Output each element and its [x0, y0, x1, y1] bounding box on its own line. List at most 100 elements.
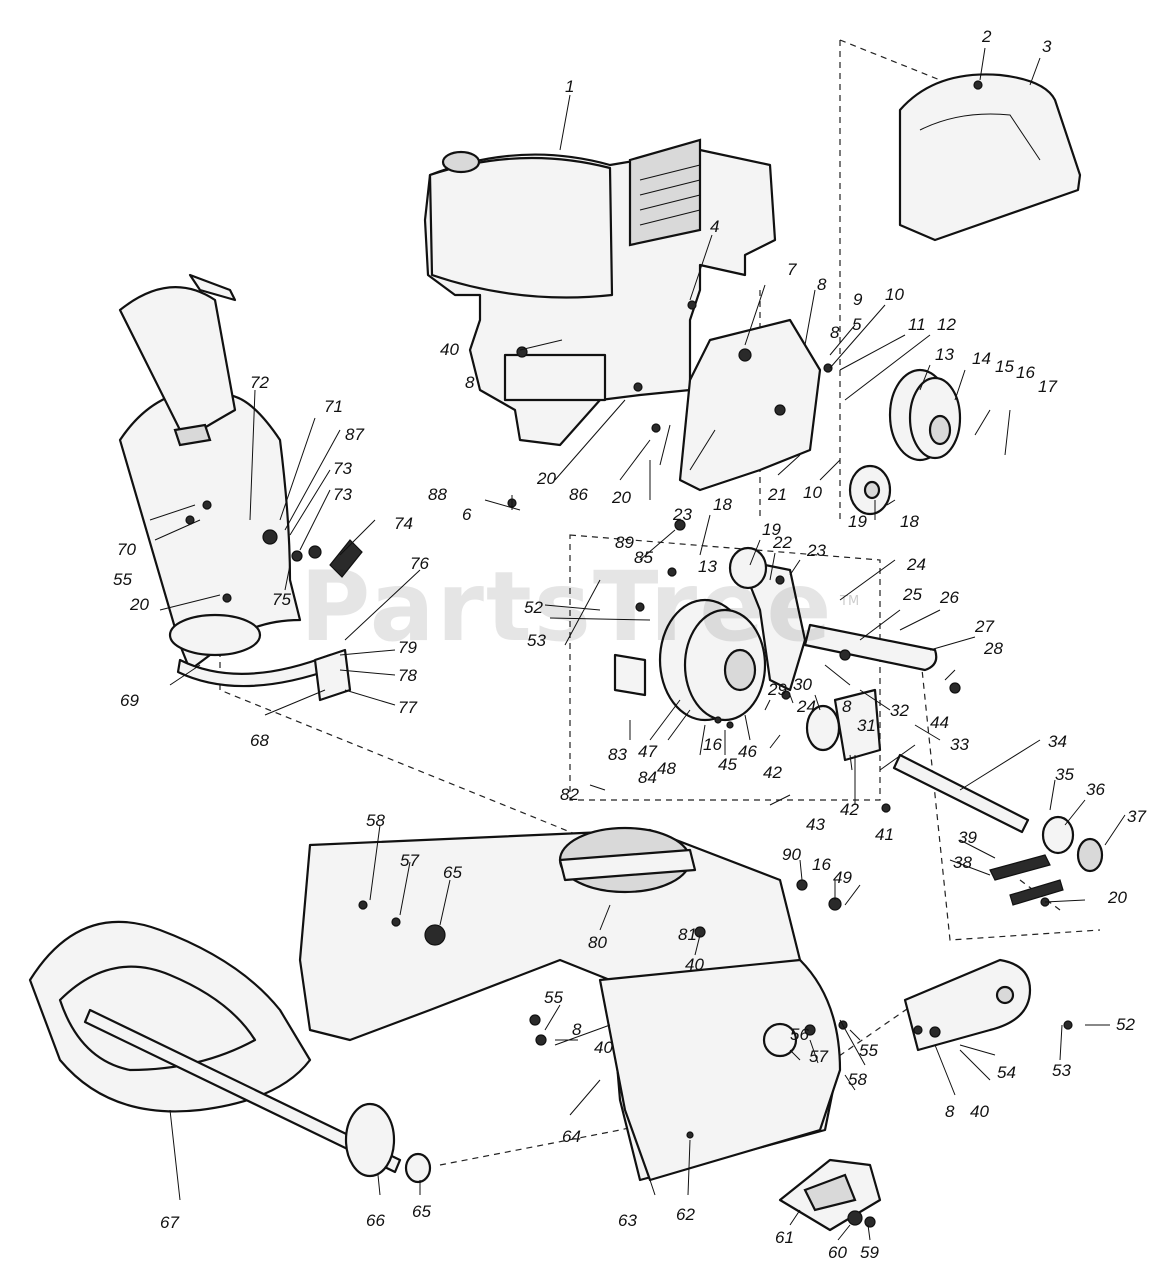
engine-cooling-fins — [628, 138, 702, 247]
chain — [989, 854, 1051, 881]
callout-c3: 3 — [1042, 37, 1052, 56]
callout-c81: 81 — [678, 925, 697, 944]
callout-c47: 47 — [638, 742, 657, 761]
callout-c35: 35 — [1055, 765, 1074, 784]
callout-c55c: 55 — [544, 988, 563, 1007]
callout-c15: 15 — [995, 357, 1014, 376]
callout-c37: 37 — [1127, 807, 1146, 826]
callout-c54: 54 — [997, 1063, 1016, 1082]
callout-c87: 87 — [345, 425, 364, 444]
callout-c73a: 73 — [333, 459, 352, 478]
callout-c66: 66 — [366, 1211, 385, 1230]
callout-c58b: 58 — [848, 1070, 867, 1089]
callout-c24a: 24 — [906, 555, 926, 574]
auger-assembly — [28, 920, 432, 1184]
callout-c69: 69 — [120, 691, 139, 710]
callout-c88: 88 — [428, 485, 447, 504]
callout-c57a: 57 — [400, 851, 419, 870]
chute-crank-bracket — [313, 648, 352, 702]
callout-c5: 5 — [852, 315, 862, 334]
callout-c86: 86 — [569, 485, 588, 504]
callout-c42b: 42 — [840, 800, 859, 819]
drive-sprocket — [1076, 837, 1104, 873]
callout-c25: 25 — [902, 585, 922, 604]
callout-c29: 29 — [767, 680, 787, 699]
auger-housing — [298, 826, 842, 1182]
callout-c42a: 42 — [763, 763, 782, 782]
callout-c70: 70 — [117, 540, 136, 559]
callout-c77: 77 — [398, 698, 417, 717]
callout-c76: 76 — [410, 554, 429, 573]
clutch-assembly — [613, 546, 882, 762]
callout-c38: 38 — [953, 853, 972, 872]
callout-c8d: 8 — [842, 697, 852, 716]
callout-c19a: 19 — [762, 520, 781, 539]
callout-c34: 34 — [1048, 732, 1067, 751]
callout-c26: 26 — [939, 588, 959, 607]
callout-c75: 75 — [272, 590, 291, 609]
callout-c31: 31 — [857, 716, 876, 735]
callout-c65a: 65 — [443, 863, 462, 882]
callout-c7: 7 — [787, 260, 797, 279]
callout-c62: 62 — [676, 1205, 695, 1224]
engine-plate — [678, 318, 822, 492]
callout-c84: 84 — [638, 768, 657, 787]
callout-c11: 11 — [908, 315, 926, 334]
callout-c55a: 55 — [113, 570, 132, 589]
callout-c32: 32 — [890, 701, 909, 720]
callout-c39: 39 — [958, 828, 977, 847]
callout-c64: 64 — [562, 1127, 581, 1146]
callout-c21: 21 — [767, 485, 787, 504]
callout-c49: 49 — [833, 868, 852, 887]
auger-bearing — [404, 1152, 432, 1184]
callout-c78: 78 — [398, 666, 417, 685]
callout-c20a: 20 — [536, 469, 556, 488]
callout-c57b: 57 — [809, 1047, 828, 1066]
drive-shaft — [892, 753, 1104, 906]
callout-c83: 83 — [608, 745, 627, 764]
callout-c20c: 20 — [129, 595, 149, 614]
callout-c16a: 16 — [1016, 363, 1035, 382]
callout-c80: 80 — [588, 933, 607, 952]
callout-c72: 72 — [250, 373, 269, 392]
callout-c53b: 53 — [1052, 1061, 1071, 1080]
callout-c16c: 16 — [812, 855, 831, 874]
callout-c40c: 40 — [594, 1038, 613, 1057]
callout-c10a: 10 — [885, 285, 904, 304]
callout-c52a: 52 — [524, 598, 543, 617]
callout-c20b: 20 — [611, 488, 631, 507]
watermark: PartsTree TM — [300, 551, 859, 663]
clutch-bracket — [613, 653, 647, 697]
watermark-tm: TM — [839, 594, 859, 609]
engine-base — [503, 353, 607, 402]
callout-c73b: 73 — [333, 485, 352, 504]
callout-c67: 67 — [160, 1213, 179, 1232]
callout-c19b: 19 — [848, 512, 867, 531]
belt-guard — [903, 958, 1032, 1052]
leader-lines — [149, 47, 1126, 1241]
callout-c90: 90 — [782, 845, 801, 864]
callout-c61: 61 — [775, 1228, 794, 1247]
callout-c10b: 10 — [803, 483, 822, 502]
callout-c23a: 23 — [672, 505, 692, 524]
callout-c13a: 13 — [935, 345, 954, 364]
callout-c85: 85 — [634, 548, 653, 567]
idler-pulley — [848, 464, 892, 516]
callout-c18b: 18 — [900, 512, 919, 531]
callout-c28: 28 — [983, 639, 1003, 658]
callout-c55b: 55 — [859, 1041, 878, 1060]
callout-c24b: 24 — [796, 697, 816, 716]
bearing-left — [424, 924, 446, 946]
callout-c52b: 52 — [1116, 1015, 1135, 1034]
callout-c27: 27 — [974, 617, 994, 636]
callout-c30: 30 — [793, 675, 812, 694]
clutch-shaft — [803, 623, 938, 672]
callout-c20d: 20 — [1107, 888, 1127, 907]
callout-c58a: 58 — [366, 811, 385, 830]
belt-cover — [898, 73, 1082, 242]
callout-c23b: 23 — [806, 541, 826, 560]
side-plate — [762, 1022, 798, 1058]
callout-c8a: 8 — [817, 275, 827, 294]
